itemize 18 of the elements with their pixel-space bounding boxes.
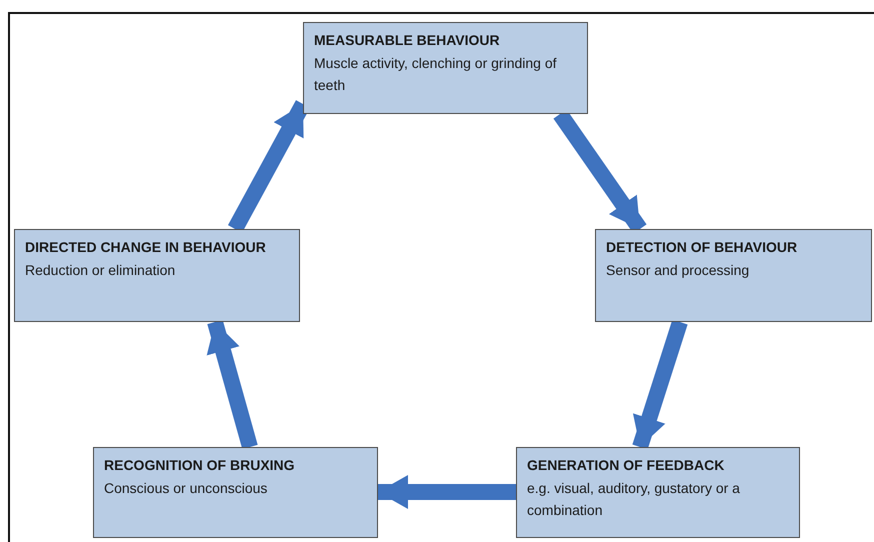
box-heading: GENERATION OF FEEDBACK — [527, 456, 726, 475]
block-arrow — [378, 475, 516, 509]
box-description: Muscle activity, clenching or grinding of teeth — [314, 54, 558, 95]
process-box — [93, 447, 378, 538]
process-box — [595, 229, 872, 322]
box-heading: RECOGNITION OF BRUXING — [104, 456, 296, 475]
box-heading: MEASURABLE BEHAVIOUR — [314, 31, 501, 50]
box-description: Reduction or elimination — [25, 261, 176, 280]
box-description: Sensor and processing — [606, 261, 750, 280]
block-arrow — [206, 320, 258, 450]
box-description: Conscious or unconscious — [104, 479, 268, 498]
box-heading: DETECTION OF BEHAVIOUR — [606, 238, 798, 257]
box-heading: DIRECTED CHANGE IN BEHAVIOUR — [25, 238, 267, 257]
process-box — [14, 229, 300, 322]
process-box — [303, 22, 588, 114]
process-box — [516, 447, 800, 538]
box-description: e.g. visual, auditory, gustatory or a combination — [527, 479, 741, 520]
block-arrow — [632, 320, 688, 450]
